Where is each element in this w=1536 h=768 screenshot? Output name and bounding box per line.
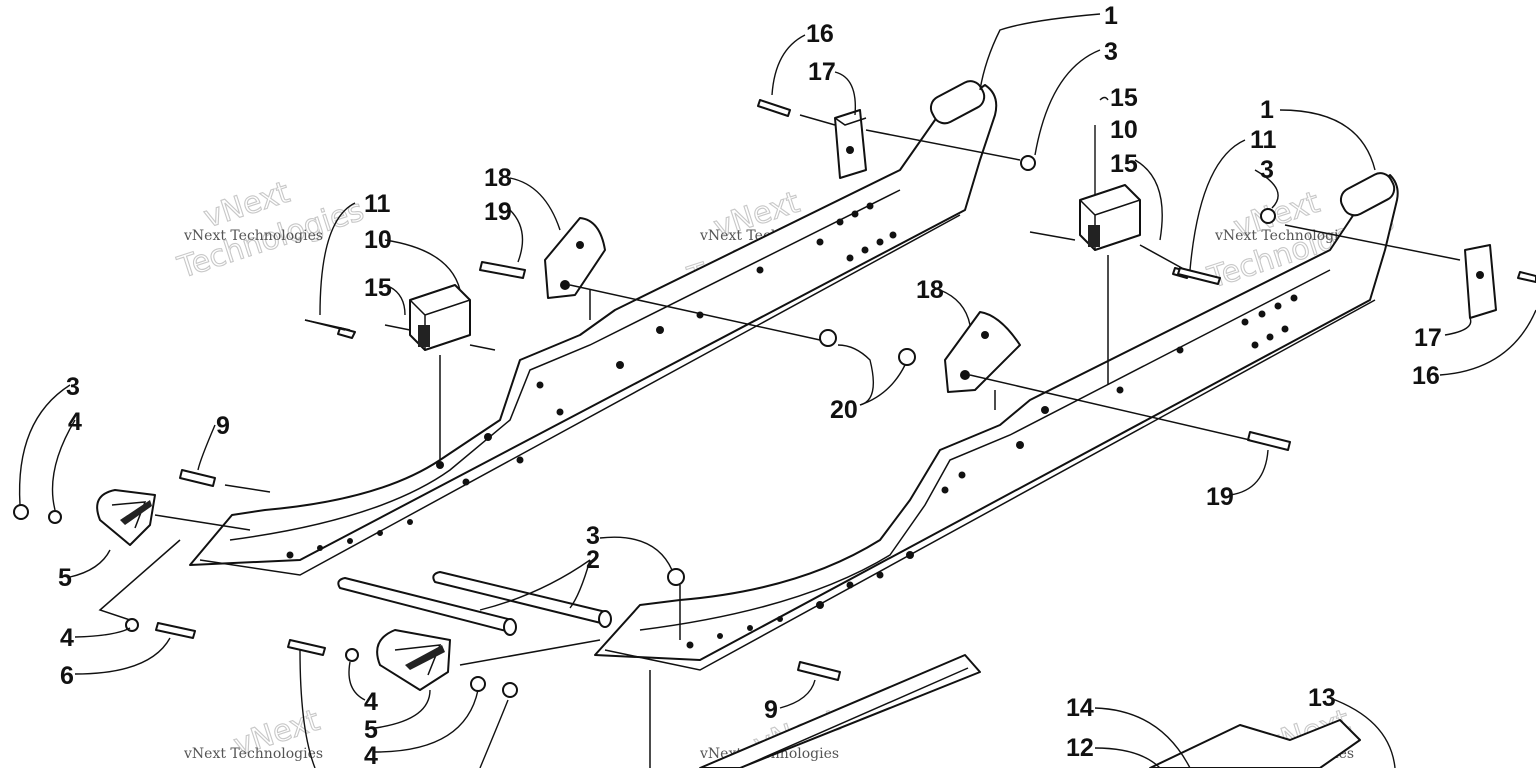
callout-17-top: 17 [808,58,836,86]
right-slide-rail [594,172,1399,671]
hyfax-strip-right [1149,719,1361,768]
cross-shaft-pair [337,571,612,636]
callout-4-a: 4 [68,408,82,436]
assembly-line-group [98,114,1461,768]
rail-hole-group [286,202,897,559]
callout-18-left: 18 [484,164,512,192]
bracket-18-left [544,217,606,299]
callout-3-mid: 3 [586,522,600,550]
left-slide-rail [189,80,998,576]
callout-6: 6 [60,662,74,690]
callout-18-right: 18 [916,276,944,304]
callout-13: 13 [1308,684,1336,712]
callout-19-right: 19 [1206,483,1234,511]
callout-15-right: 15 [1110,150,1138,178]
rail-hole-group [686,294,1298,649]
callout-3-right: 3 [1260,156,1274,184]
leader-line-group [18,13,1536,768]
callout-2: 2 [586,546,600,574]
callout-4-b: 4 [60,624,74,652]
watermark-small: vNext Technologies [183,228,323,244]
callout-16-right: 16 [1412,362,1440,390]
bracket-18-right [944,311,1021,393]
callout-3-left: 3 [66,373,80,401]
callout-20: 20 [830,396,858,424]
bracket-17-top [834,109,867,179]
shock-mount-left [304,284,496,351]
end-cap-left [96,489,156,546]
callout-group: 1 3 15 10 15 11 3 1 16 17 17 16 18 19 11… [58,2,1442,768]
callout-1-top: 1 [1104,2,1118,30]
callout-9-right: 9 [764,696,778,724]
shock-mount-right [1029,184,1201,279]
callout-14: 14 [1066,694,1094,722]
callout-4-d: 4 [364,742,378,768]
callout-5-b: 5 [364,716,378,744]
callout-15-top: 15 [1110,84,1138,112]
callout-10-right: 10 [1110,116,1138,144]
callout-19-left: 19 [484,198,512,226]
callout-17-right: 17 [1414,324,1442,352]
callout-1-right: 1 [1260,96,1274,124]
end-cap-right [376,629,451,691]
callout-4-c: 4 [364,688,378,716]
hardware-group [13,99,1536,698]
callout-11-right: 11 [1250,126,1277,154]
watermark-small: vNext Technologies [183,746,323,762]
callout-5-a: 5 [58,564,72,592]
bracket-17-right [1464,244,1497,319]
callout-12: 12 [1066,734,1094,762]
callout-3-top: 3 [1104,38,1118,66]
callout-15-left: 15 [364,274,392,302]
callout-11-left: 11 [364,190,391,218]
hyfax-strip-center [699,654,981,768]
callout-16-top: 16 [806,20,834,48]
callout-9-left: 9 [216,412,230,440]
callout-10-left: 10 [364,226,392,254]
watermark-small: vNext Technologies [1214,228,1354,244]
